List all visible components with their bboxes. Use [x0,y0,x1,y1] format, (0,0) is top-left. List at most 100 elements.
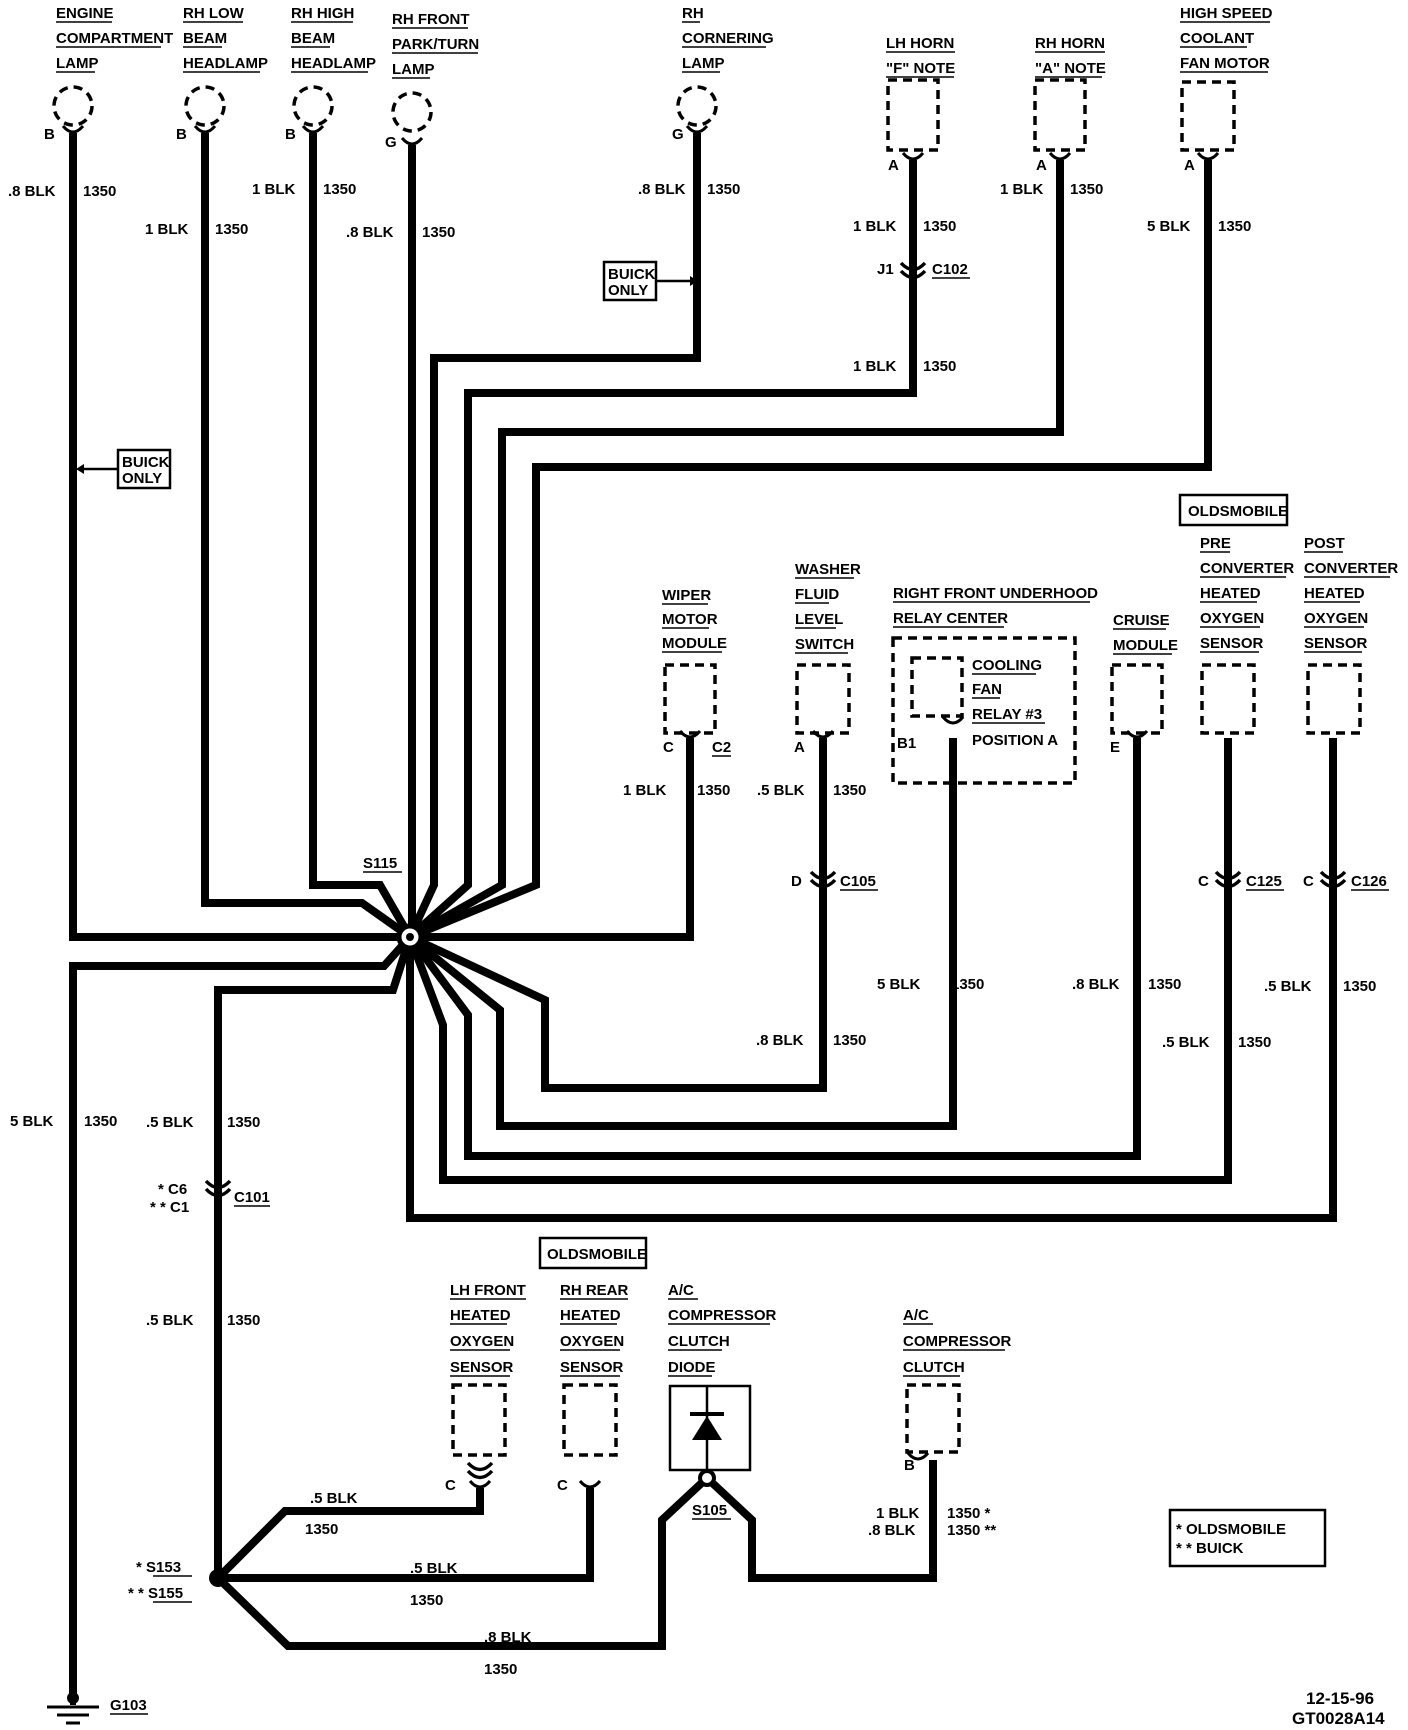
label-post-o2-3: HEATED [1304,585,1365,602]
oldsmobile-tag-2: OLDSMOBILE [538,1236,648,1270]
svg-text:B: B [176,126,187,143]
svg-text:B1: B1 [897,735,916,752]
svg-text:1 BLK: 1 BLK [252,181,296,198]
label-rh-park-2: PARK/TURN [392,36,479,53]
splice-s153-s155 [209,1569,227,1587]
label-rh-o2-2: HEATED [560,1307,621,1324]
label-lh-horn-2: "F" NOTE [886,60,955,77]
label-pre-o2-2: CONVERTER [1200,560,1294,577]
svg-text:5 BLK: 5 BLK [877,976,921,993]
label-rh-o2-1: RH REAR [560,1282,629,1299]
label-pre-o2-1: PRE [1200,535,1231,552]
label-rh-park-1: RH FRONT [392,11,470,28]
svg-text:.5 BLK: .5 BLK [146,1114,194,1131]
wire-washer-switch [408,738,827,1092]
svg-text:A: A [794,739,805,756]
label-cruise-2: MODULE [1113,637,1178,654]
svg-text:1350: 1350 [1148,976,1181,993]
svg-text:.5 BLK: .5 BLK [1264,978,1312,995]
svg-text:1350: 1350 [1343,978,1376,995]
svg-text:1350: 1350 [83,183,116,200]
wire-cruise-module [406,738,1141,1160]
svg-text:1350: 1350 [227,1312,260,1329]
label-engine-lamp-2: COMPARTMENT [56,30,173,47]
svg-text:G: G [672,126,684,143]
svg-text:1 BLK: 1 BLK [876,1505,920,1522]
svg-text:C: C [445,1477,456,1494]
svg-text:C: C [1303,873,1314,890]
svg-text:.8 BLK: .8 BLK [484,1629,532,1646]
svg-text:1350: 1350 [484,1661,517,1678]
svg-text:OLDSMOBILE: OLDSMOBILE [1188,503,1288,520]
svg-text:1350: 1350 [923,358,956,375]
label-post-o2-1: POST [1304,535,1345,552]
wire-s115-to-c101 [214,935,414,1578]
legend: * OLDSMOBILE * * BUICK [1168,1508,1327,1568]
label-relay-2: FAN [972,681,1002,698]
wire-fan-motor [408,160,1212,941]
svg-text:5 BLK: 5 BLK [10,1113,54,1130]
wire-post-o2-sensor [406,738,1337,1222]
label-rh-o2-3: OXYGEN [560,1333,624,1350]
footer-code: GT0028A14 [1292,1709,1385,1728]
ground-g103-symbol [47,1692,99,1725]
svg-text:.8 BLK: .8 BLK [1072,976,1120,993]
wire-lh-o2-sensor [215,1488,484,1581]
label-ac-clutch-3: CLUTCH [903,1359,965,1376]
terminals [61,124,1220,1489]
svg-text:OLDSMOBILE: OLDSMOBILE [547,1246,647,1263]
label-relay-center-2: RELAY CENTER [893,610,1008,627]
svg-text:.8 BLK: .8 BLK [346,224,394,241]
label-pre-o2-5: SENSOR [1200,635,1264,652]
svg-text:1350: 1350 [833,782,866,799]
drawing-footer: 12-15-96 GT0028A14 [1292,1689,1385,1728]
connector-c1: * * C1 [150,1199,189,1216]
label-post-o2-5: SENSOR [1304,635,1368,652]
label-post-o2-4: OXYGEN [1304,610,1368,627]
component-labels: ENGINE COMPARTMENT LAMP RH LOW BEAM HEAD… [56,5,1398,1377]
connector-c101: C101 [234,1189,270,1206]
label-rh-park-3: LAMP [392,61,435,78]
svg-text:1350: 1350 [833,1032,866,1049]
label-rh-horn-2: "A" NOTE [1035,60,1106,77]
wire-ac-clutch [704,1460,937,1582]
connector-c105: C105 [840,873,876,890]
svg-text:ONLY: ONLY [122,470,162,487]
svg-text:1 BLK: 1 BLK [145,221,189,238]
svg-text:J1: J1 [877,261,894,278]
connector-c102: C102 [932,261,968,278]
svg-text:1350: 1350 [422,224,455,241]
svg-text:E: E [1110,739,1120,756]
svg-text:A: A [1036,157,1047,174]
splice-ids: S115 * S153 * * S155 S105 G103 [110,855,731,1715]
svg-text:1350: 1350 [227,1114,260,1131]
svg-text:1350: 1350 [923,218,956,235]
svg-text:.8 BLK: .8 BLK [638,181,686,198]
svg-text:.8 BLK: .8 BLK [868,1522,916,1539]
wire-engine-lamp [69,133,410,941]
label-fan-motor-1: HIGH SPEED [1180,5,1273,22]
svg-text:BUICK: BUICK [608,266,656,283]
label-relay-1: COOLING [972,657,1042,674]
label-washer-2: FLUID [795,586,839,603]
connector-c2: C2 [712,739,731,756]
wire-rh-high-beam [309,133,414,939]
svg-text:1350: 1350 [410,1592,443,1609]
label-rh-high-2: BEAM [291,30,335,47]
svg-text:BUICK: BUICK [122,454,170,471]
label-rh-low-3: HEADLAMP [183,55,268,72]
label-wiper-2: MOTOR [662,611,718,628]
label-washer-3: LEVEL [795,611,843,628]
svg-text:G: G [385,134,397,151]
label-fan-motor-3: FAN MOTOR [1180,55,1270,72]
label-rh-low-1: RH LOW [183,5,245,22]
label-rh-horn-1: RH HORN [1035,35,1105,52]
svg-text:.5 BLK: .5 BLK [310,1490,358,1507]
svg-text:B: B [44,126,55,143]
svg-text:1350 *: 1350 * [947,1505,991,1522]
footer-date: 12-15-96 [1306,1689,1374,1708]
label-rh-high-3: HEADLAMP [291,55,376,72]
inline-connectors [204,261,1347,1480]
label-cruise-1: CRUISE [1113,612,1170,629]
splice-label-s105: S105 [692,1502,727,1519]
